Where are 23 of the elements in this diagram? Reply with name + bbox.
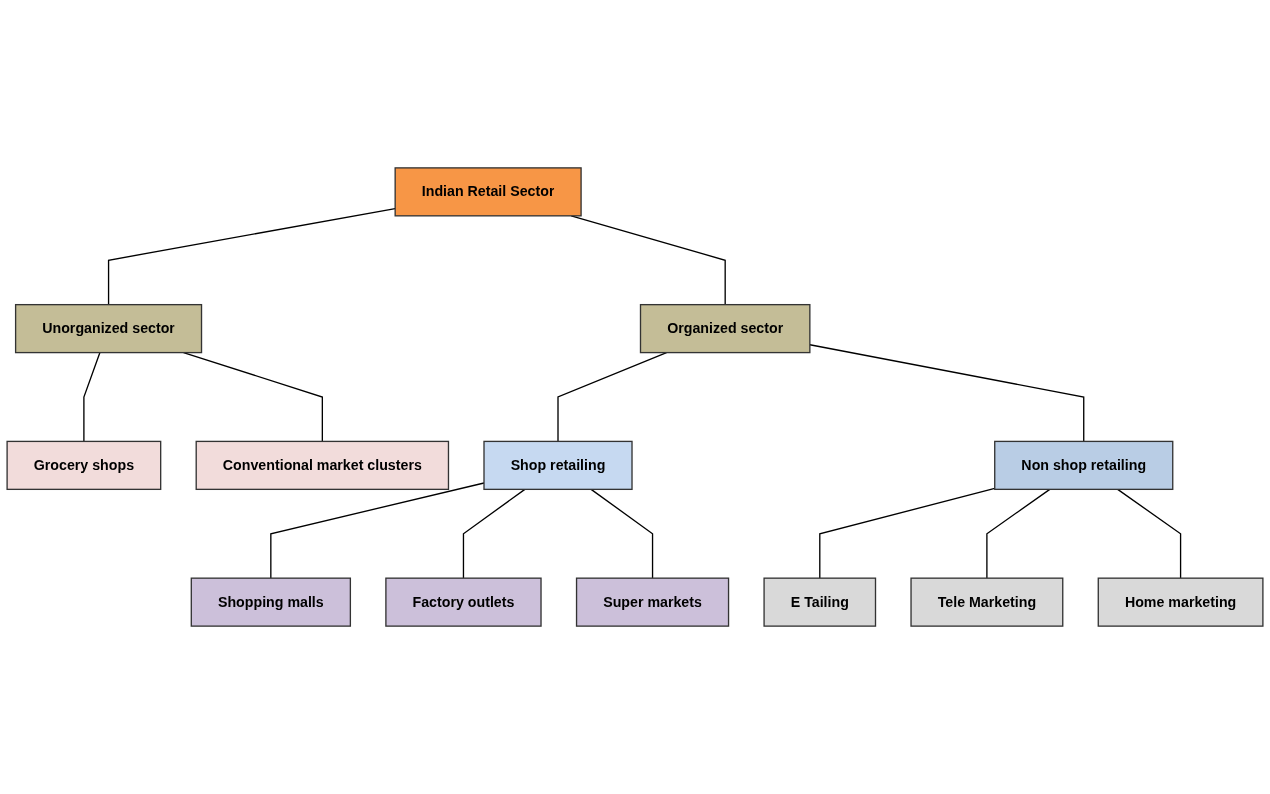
connector [557, 351, 668, 443]
node-box: Shop retailing [483, 440, 633, 491]
connector [83, 351, 101, 443]
connector [462, 488, 526, 579]
node-box: Indian Retail Sector [394, 167, 582, 217]
connector [590, 488, 654, 579]
node-box: Conventional market clusters [195, 440, 450, 491]
node-box: Non shop retailing [994, 440, 1174, 491]
connector [809, 344, 1085, 443]
node-box: Grocery shops [6, 440, 162, 491]
node-box: Shopping malls [190, 577, 352, 627]
node-box: Tele Marketing [910, 577, 1064, 627]
node-box: Super markets [575, 577, 730, 627]
connector [1117, 488, 1182, 579]
node-box: Organized sector [639, 303, 811, 354]
connector [270, 482, 485, 579]
node-box: Home marketing [1097, 577, 1264, 627]
connector [819, 487, 996, 579]
node-box: Unorganized sector [14, 303, 203, 354]
node-box: Factory outlets [385, 577, 542, 627]
connector [986, 488, 1051, 579]
node-box: E Tailing [763, 577, 877, 627]
connector [107, 207, 396, 306]
